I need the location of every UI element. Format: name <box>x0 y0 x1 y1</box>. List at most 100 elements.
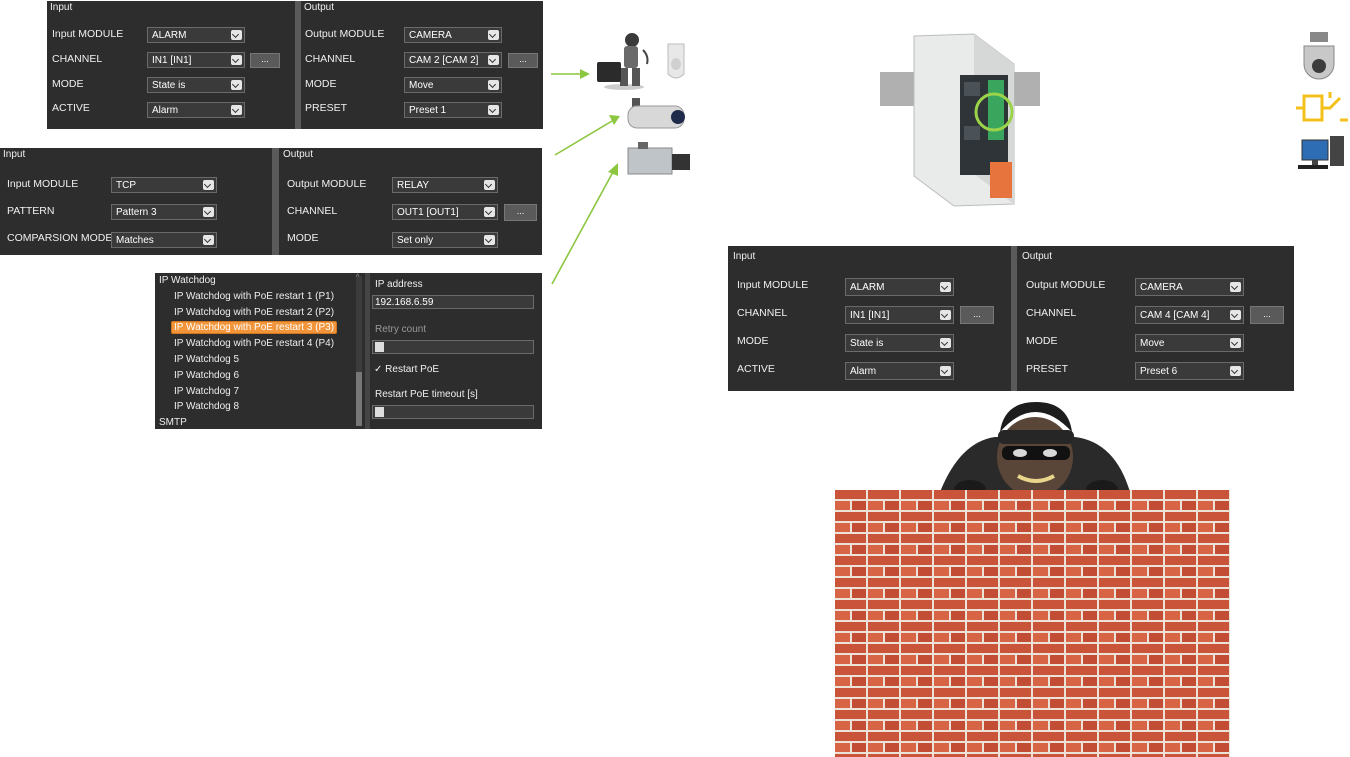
mode-label: MODE <box>737 335 769 347</box>
watchdog-settings: IP address 192.168.6.59 Retry count 2 ✓ … <box>370 273 542 429</box>
chevron-down-icon <box>203 207 214 217</box>
restart-timeout-stepper[interactable]: 5 <box>372 405 534 419</box>
channel-label: CHANNEL <box>287 205 338 217</box>
input-module-select[interactable]: ALARM <box>845 278 954 296</box>
input-module-select[interactable]: ALARM <box>147 27 245 43</box>
tree-root-ip-watchdog[interactable]: IP Watchdog <box>159 275 216 286</box>
chevron-down-icon <box>940 282 951 292</box>
divider <box>272 148 279 255</box>
chevron-down-icon <box>484 235 495 245</box>
preset-label: PRESET <box>305 102 348 114</box>
chevron-down-icon <box>1230 310 1241 320</box>
settings-tree: IP Watchdog IP Watchdog with PoE restart… <box>155 273 365 429</box>
channel-select[interactable]: CAM 4 [CAM 4] <box>1135 306 1244 324</box>
channel-label: CHANNEL <box>305 53 356 65</box>
divider <box>365 273 370 429</box>
output-section: Output Output MODULE CHANNEL MODE PRESET… <box>1017 246 1294 391</box>
mode-select[interactable]: Move <box>1135 334 1244 352</box>
tree-item[interactable]: IP Watchdog 7 <box>174 386 240 397</box>
active-select[interactable]: Alarm <box>147 102 245 118</box>
channel-select[interactable]: IN1 [IN1] <box>845 306 954 324</box>
output-section: Output Output MODULE CHANNEL MODE PRESET… <box>301 1 543 129</box>
retry-count-label: Retry count <box>375 324 427 335</box>
chevron-down-icon <box>488 105 499 115</box>
ip-watchdog-panel: IP Watchdog IP Watchdog with PoE restart… <box>155 273 542 429</box>
channel-more-button[interactable]: ... <box>960 306 994 324</box>
tree-scrollbar[interactable]: ^ <box>356 274 362 426</box>
chevron-down-icon <box>488 55 499 65</box>
chevron-down-icon <box>488 80 499 90</box>
comparsion-mode-label: COMPARSION MODE <box>7 232 113 244</box>
mode-label: MODE <box>52 78 84 90</box>
output-header: Output <box>283 149 314 160</box>
input-section: Input Input MODULE CHANNEL MODE ACTIVE A… <box>47 1 295 129</box>
chevron-down-icon <box>1230 366 1241 376</box>
tree-item[interactable]: IP Watchdog 6 <box>174 370 240 381</box>
tree-item[interactable]: IP Watchdog 8 <box>174 401 240 412</box>
channel-more-button[interactable]: ... <box>504 204 537 221</box>
input-module-label: Input MODULE <box>52 28 124 40</box>
ip-address-input[interactable]: 192.168.6.59 <box>372 295 534 309</box>
rule-panel-tcp-relay: Input Input MODULE PATTERN COMPARSION MO… <box>0 148 542 255</box>
box-camera-icon <box>627 142 690 175</box>
stepper-arrows-icon[interactable] <box>375 342 384 352</box>
channel-label: CHANNEL <box>52 53 103 65</box>
channel-more-button[interactable]: ... <box>508 53 538 68</box>
preset-select[interactable]: Preset 6 <box>1135 362 1244 380</box>
channel-label: CHANNEL <box>1026 307 1077 319</box>
channel-more-button[interactable]: ... <box>1250 306 1284 324</box>
mode-select[interactable]: State is <box>147 77 245 93</box>
tree-item[interactable]: IP Watchdog with PoE restart 4 (P4) <box>174 338 335 349</box>
checkmark-icon: ✓ <box>374 364 386 375</box>
chevron-down-icon <box>940 310 951 320</box>
channel-select[interactable]: OUT1 [OUT1] <box>392 204 498 220</box>
device-icons <box>597 33 690 175</box>
output-module-select[interactable]: RELAY <box>392 177 498 193</box>
active-select[interactable]: Alarm <box>845 362 954 380</box>
input-module-select[interactable]: TCP <box>111 177 217 193</box>
right-device-icons <box>1296 32 1348 169</box>
preset-select[interactable]: Preset 1 <box>404 102 502 118</box>
output-module-label: Output MODULE <box>305 28 385 40</box>
scroll-up-icon[interactable]: ^ <box>356 274 360 281</box>
chevron-down-icon <box>488 30 499 40</box>
pattern-select[interactable]: Pattern 3 <box>111 204 217 220</box>
mode-select[interactable]: State is <box>845 334 954 352</box>
burglar-icon <box>597 33 649 90</box>
chevron-down-icon <box>940 338 951 348</box>
retry-count-stepper[interactable]: 2 <box>372 340 534 354</box>
io-device-icon <box>880 33 1040 207</box>
tree-item[interactable]: IP Watchdog with PoE restart 2 (P2) <box>174 307 335 318</box>
rule-panel-alarm-camera: Input Input MODULE CHANNEL MODE ACTIVE A… <box>47 1 543 129</box>
output-module-select[interactable]: CAMERA <box>404 27 502 43</box>
channel-select[interactable]: IN1 [IN1] <box>147 52 245 68</box>
tree-item[interactable]: IP Watchdog with PoE restart 1 (P1) <box>174 291 335 302</box>
chevron-down-icon <box>484 180 495 190</box>
chevron-down-icon <box>940 366 951 376</box>
chevron-down-icon <box>231 55 242 65</box>
active-label: ACTIVE <box>52 102 90 114</box>
mode-select[interactable]: Move <box>404 77 502 93</box>
tree-item[interactable]: IP Watchdog 5 <box>174 354 240 365</box>
channel-more-button[interactable]: ... <box>250 53 280 68</box>
ip-address-label: IP address <box>375 279 423 290</box>
channel-label: CHANNEL <box>737 307 788 319</box>
channel-select[interactable]: CAM 2 [CAM 2] <box>404 52 502 68</box>
tree-item-selected[interactable]: IP Watchdog with PoE restart 3 (P3) <box>171 321 338 334</box>
relay-icon <box>1296 92 1348 122</box>
comparsion-mode-select[interactable]: Matches <box>111 232 217 248</box>
mode-select[interactable]: Set only <box>392 232 498 248</box>
mode-label: MODE <box>305 78 337 90</box>
motion-sensor-icon <box>667 43 685 79</box>
stepper-arrows-icon[interactable] <box>375 407 384 417</box>
input-header: Input <box>733 251 756 262</box>
restart-poe-checkbox[interactable]: ✓ Restart PoE <box>374 364 440 375</box>
chevron-down-icon <box>231 105 242 115</box>
output-header: Output <box>304 2 335 13</box>
input-module-label: Input MODULE <box>737 279 809 291</box>
scrollbar-thumb[interactable] <box>356 372 362 426</box>
output-module-select[interactable]: CAMERA <box>1135 278 1244 296</box>
tree-root-smtp[interactable]: SMTP <box>159 417 187 428</box>
rule-panel-alarm-camera-2: Input Input MODULE CHANNEL MODE ACTIVE A… <box>728 246 1294 391</box>
chevron-down-icon <box>231 30 242 40</box>
